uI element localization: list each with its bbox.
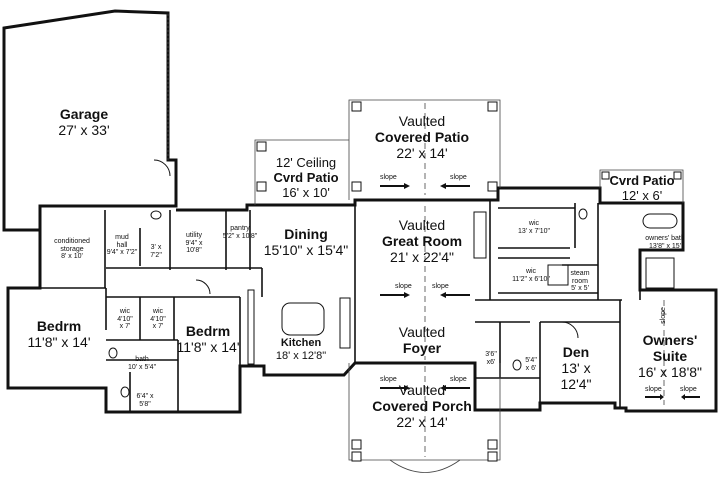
slope-label: slope <box>432 283 449 290</box>
exterior-walls <box>2 9 718 414</box>
foyer-closet-label: 3'6"x6' <box>485 351 497 366</box>
slope-label: slope <box>450 376 467 383</box>
slope-label: slope <box>380 376 397 383</box>
slope-label: slope <box>645 386 662 393</box>
slope-arrows <box>380 183 700 400</box>
posts <box>256 101 682 462</box>
powder-label: 5'4"x 6' <box>525 357 537 372</box>
interior-walls <box>40 200 641 412</box>
slope-label: slope <box>395 283 412 290</box>
fixtures <box>108 159 678 398</box>
slope-label: slope <box>450 174 467 181</box>
slope-label: slope <box>680 386 697 393</box>
slope-label: slope <box>659 307 667 324</box>
slope-label: slope <box>380 174 397 181</box>
patio-and-porch <box>167 14 684 473</box>
